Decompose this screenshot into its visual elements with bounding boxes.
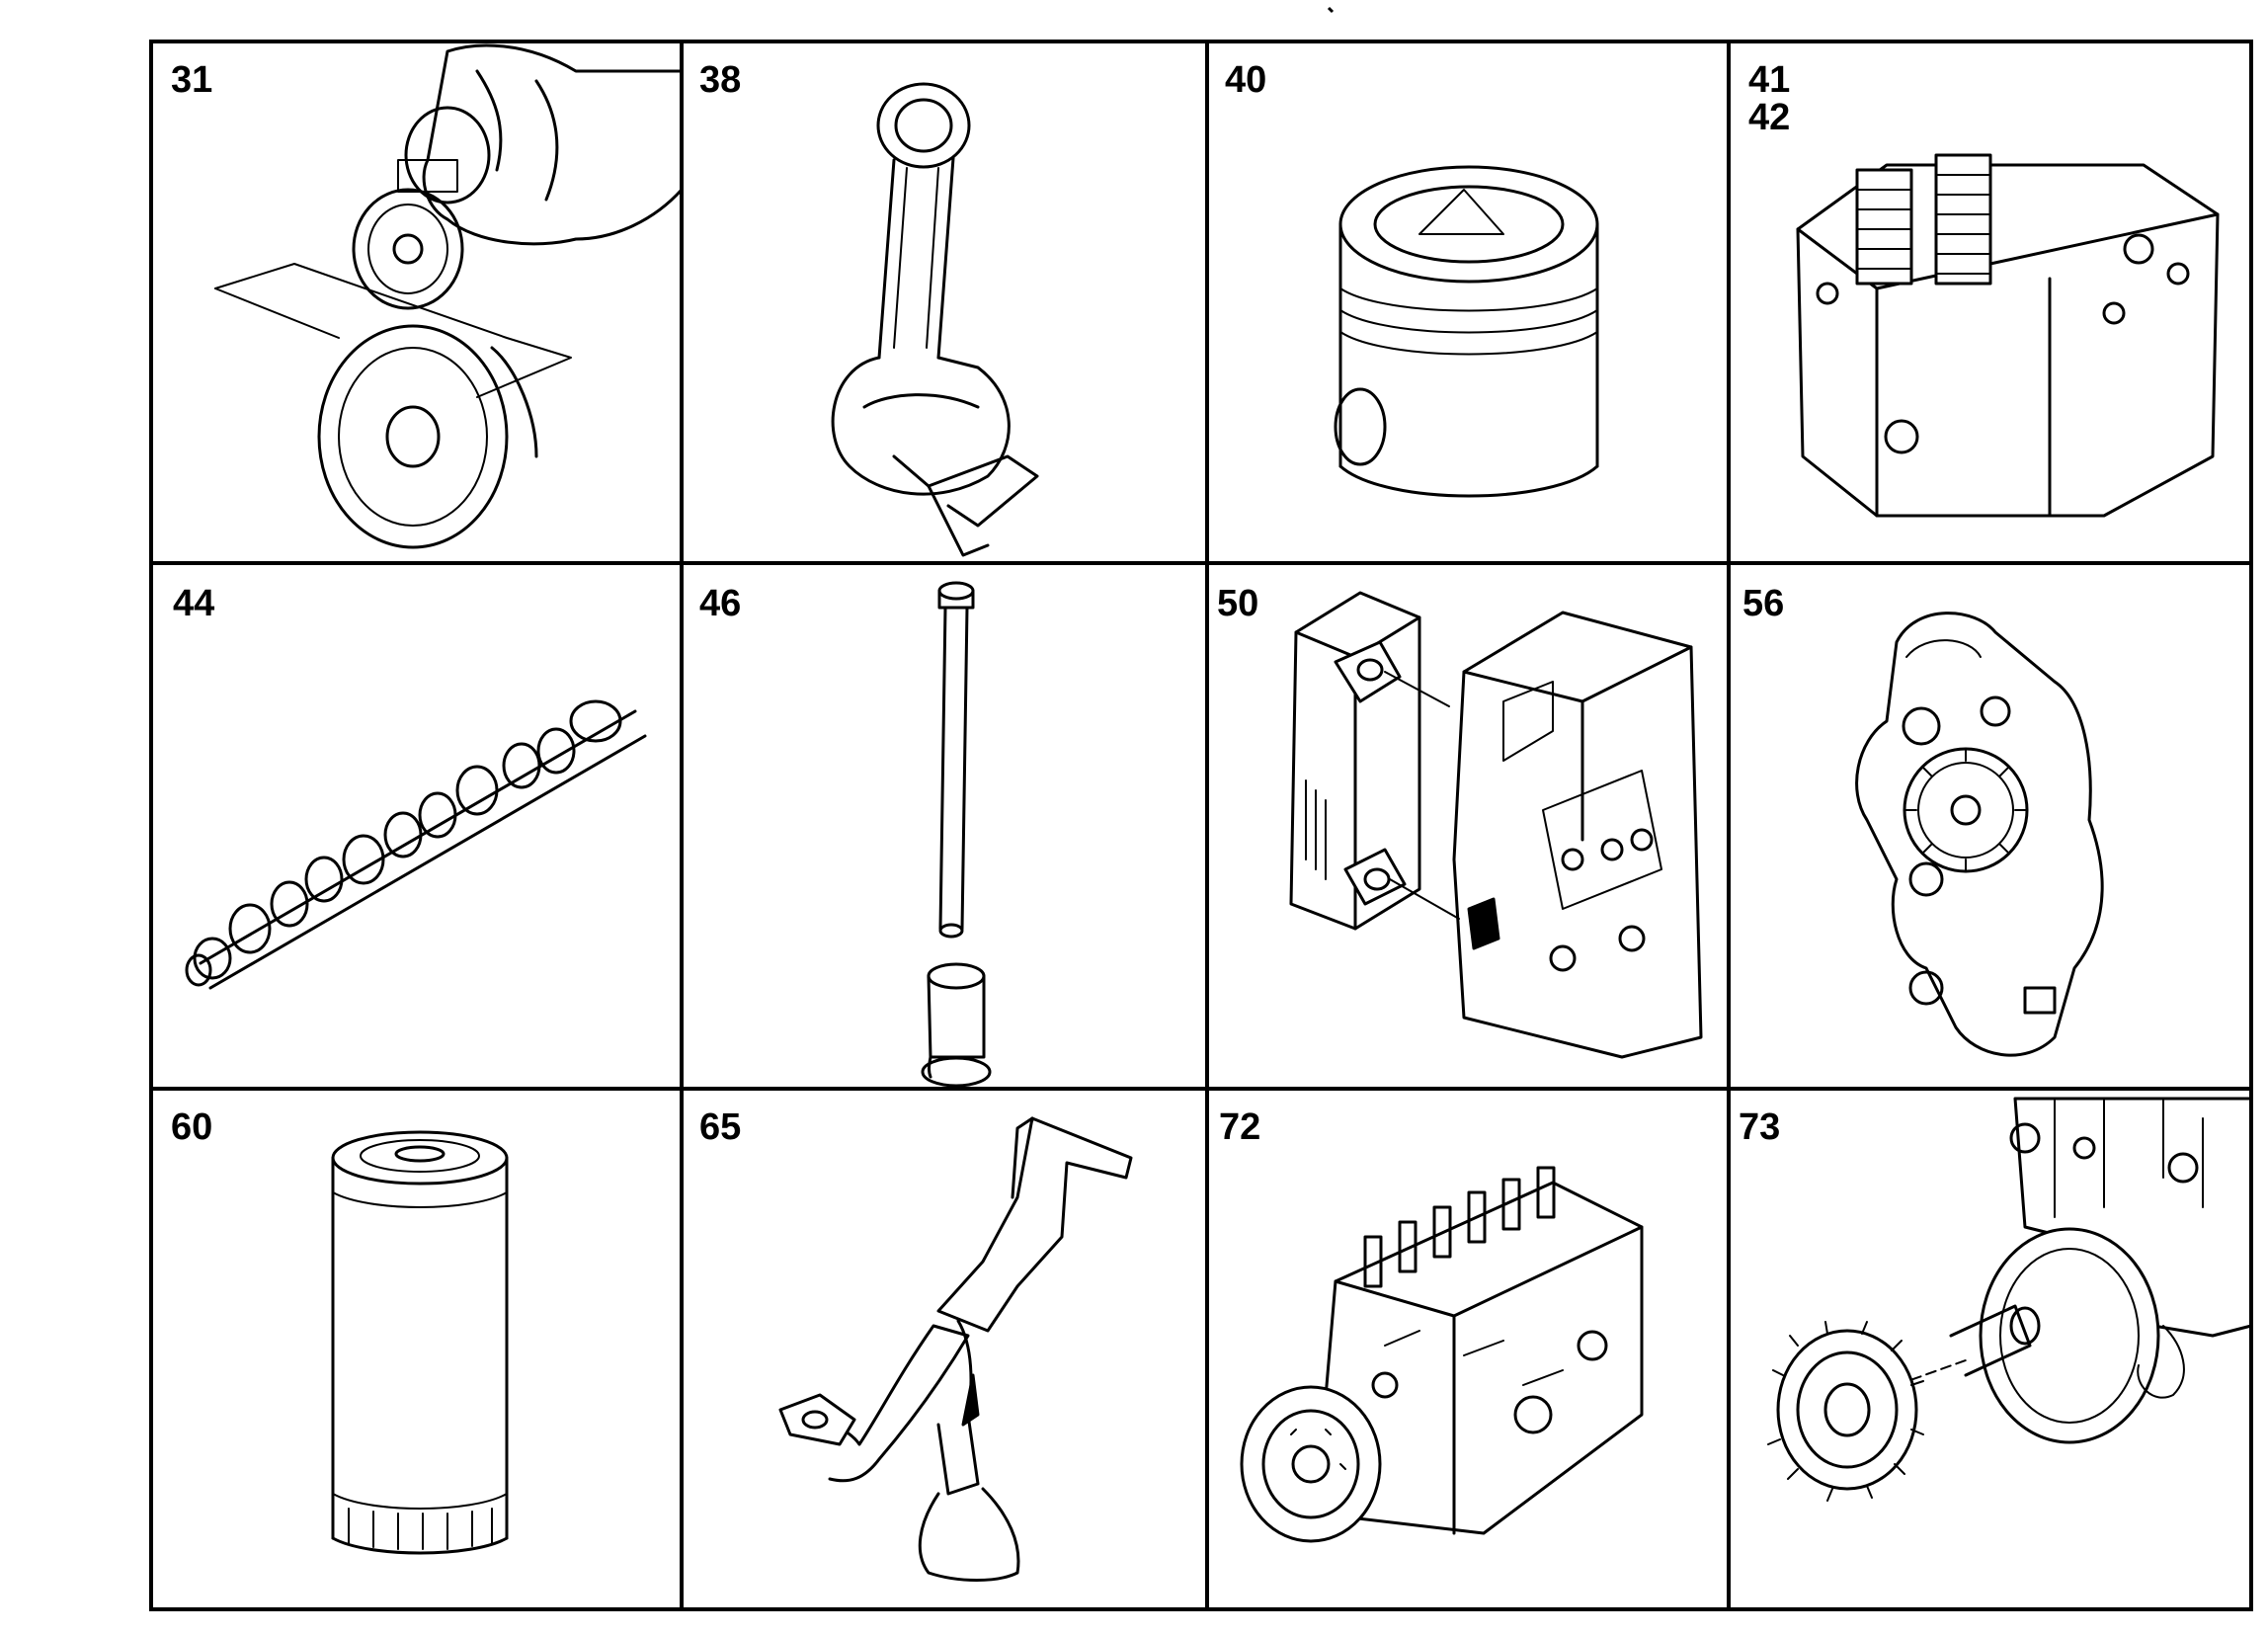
- part-number: 46: [699, 583, 742, 624]
- cell-60[interactable]: 60: [151, 1089, 682, 1609]
- part-number: 72: [1219, 1106, 1261, 1148]
- cell-40[interactable]: 40: [1207, 41, 1729, 563]
- cell-44[interactable]: 44: [151, 563, 682, 1089]
- part-number: 65: [699, 1106, 742, 1148]
- cell-72[interactable]: 72: [1207, 1089, 1729, 1609]
- cell-46[interactable]: 46: [682, 563, 1207, 1089]
- part-number: 60: [171, 1106, 213, 1148]
- connecting-rod-icon: [831, 82, 1039, 557]
- part-number: 40: [1225, 59, 1267, 101]
- cell-50[interactable]: 50: [1207, 563, 1729, 1089]
- cylinder-head-icon: [1796, 153, 2220, 518]
- oil-filter-icon: [331, 1130, 509, 1555]
- cell-56[interactable]: 56: [1729, 563, 2251, 1089]
- crankshaft-gear-pulley-icon: [214, 43, 684, 549]
- push-rod-tappet-icon: [921, 581, 992, 1088]
- cell-65[interactable]: 65: [682, 1089, 1207, 1609]
- pump-drive-gear-icon: [1767, 1097, 2253, 1502]
- piston-icon: [1334, 165, 1599, 498]
- part-number: 41 42: [1748, 59, 1791, 138]
- cell-73[interactable]: 73: [1729, 1089, 2253, 1609]
- part-number: 73: [1739, 1106, 1781, 1148]
- oil-pump-icon: [1855, 612, 2104, 1057]
- oil-suction-pipe-icon: [778, 1116, 1133, 1582]
- oil-cooler-icon: [1289, 591, 1703, 1059]
- cell-41[interactable]: 41 42: [1729, 41, 2251, 563]
- camshaft-icon: [185, 699, 647, 990]
- cell-38[interactable]: 38: [682, 41, 1207, 563]
- part-number: 50: [1217, 583, 1259, 624]
- part-number: 44: [173, 583, 215, 624]
- part-number: 31: [171, 59, 213, 101]
- part-number: 56: [1742, 583, 1785, 624]
- part-number: 38: [699, 59, 742, 101]
- injection-pump-icon: [1240, 1166, 1644, 1543]
- cell-31[interactable]: 31: [151, 41, 684, 563]
